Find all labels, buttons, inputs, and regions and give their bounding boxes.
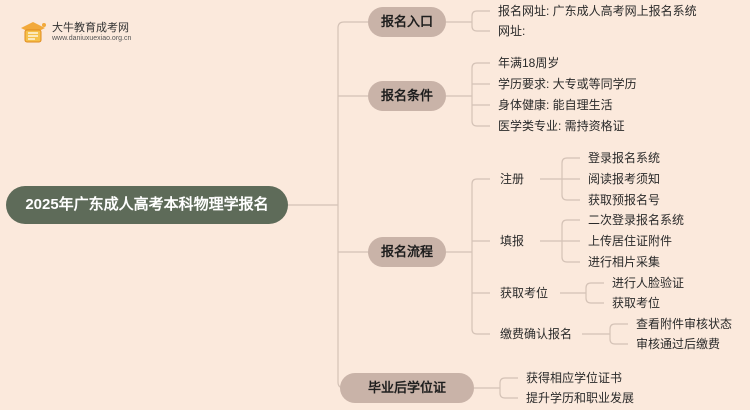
step-item: 获取考位 bbox=[612, 296, 661, 310]
site-logo: 大牛教育成考网 www.daniuxuexiao.org.cn bbox=[18, 16, 132, 48]
leaf-entry-website: 报名网址: 广东成人高考网上报名系统 bbox=[498, 4, 697, 18]
leaf-requirement-age: 年满18周岁 bbox=[498, 56, 560, 70]
step-item: 查看附件审核状态 bbox=[636, 317, 733, 331]
branch-registration-requirements: 报名条件 bbox=[368, 81, 446, 111]
step-item: 进行相片采集 bbox=[588, 255, 661, 269]
leaf-requirement-education: 学历要求: 大专或等同学历 bbox=[498, 77, 637, 91]
branch3-connector bbox=[446, 178, 490, 335]
step-get-seat: 获取考位 bbox=[500, 286, 549, 300]
logo-name: 大牛教育成考网 bbox=[52, 22, 129, 34]
branch4-connector bbox=[474, 377, 518, 399]
step-register: 注册 bbox=[500, 172, 525, 186]
logo-book-icon bbox=[21, 22, 46, 43]
step-item: 审核通过后缴费 bbox=[636, 337, 721, 351]
branch2-connector bbox=[446, 62, 490, 127]
step-pay-confirm: 缴费确认报名 bbox=[500, 327, 573, 341]
leaf-requirement-health: 身体健康: 能自理生活 bbox=[498, 98, 613, 112]
logo-url: www.daniuxuexiao.org.cn bbox=[52, 35, 132, 42]
step-item: 获取预报名号 bbox=[588, 193, 661, 207]
step-item: 二次登录报名系统 bbox=[588, 213, 685, 227]
leaf-entry-url: 网址: bbox=[498, 24, 526, 38]
root-node: 2025年广东成人高考本科物理学报名 bbox=[6, 186, 288, 224]
leaf-requirement-medical: 医学类专业: 需持资格证 bbox=[498, 119, 625, 133]
branch-registration-process: 报名流程 bbox=[368, 237, 446, 267]
step-item: 进行人脸验证 bbox=[612, 276, 685, 290]
branch-registration-entry: 报名入口 bbox=[368, 7, 446, 37]
leaf-degree-certificate: 获得相应学位证书 bbox=[526, 371, 623, 385]
step-item: 上传居住证附件 bbox=[588, 234, 673, 248]
branch-degree-after-graduation: 毕业后学位证 bbox=[340, 373, 474, 403]
branch1-connector bbox=[446, 10, 490, 32]
step-item: 登录报名系统 bbox=[588, 151, 661, 165]
trunk-connector bbox=[337, 21, 368, 389]
leaf-career-development: 提升学历和职业发展 bbox=[526, 391, 635, 405]
step-fill-in: 填报 bbox=[500, 234, 525, 248]
step-item: 阅读报考须知 bbox=[588, 172, 661, 186]
